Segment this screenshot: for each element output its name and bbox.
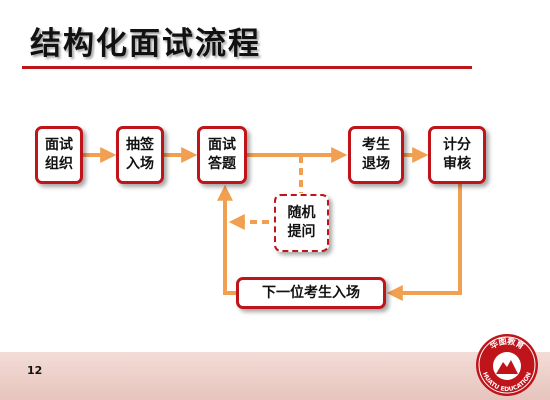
step-label-line2: 入场: [126, 156, 154, 172]
step-label-line2: 提问: [287, 224, 316, 240]
step-draw-lots: 抽签 入场: [116, 126, 164, 184]
step-label: 下一位考生入场: [262, 284, 360, 301]
footer-band: [0, 352, 550, 400]
step-candidate-exit: 考生 退场: [348, 126, 404, 184]
step-label-line2: 退场: [362, 156, 390, 172]
step-random-question: 随机 提问: [274, 194, 329, 252]
step-label-line1: 考生: [362, 137, 390, 153]
step-label-line1: 随机: [287, 205, 316, 221]
step-interview-organize: 面试 组织: [35, 126, 83, 184]
step-label-line2: 答题: [208, 156, 236, 172]
step-label-line2: 审核: [443, 156, 471, 172]
step-label-line1: 面试: [208, 137, 236, 153]
step-label-line2: 组织: [45, 156, 73, 172]
step-score-review: 计分 审核: [428, 126, 486, 184]
page-title: 结构化面试流程: [30, 26, 261, 62]
huatu-education-logo: 华图教育 HUATU EDUCATION: [476, 334, 538, 396]
step-interview-answer: 面试 答题: [197, 126, 247, 184]
arrow-scoring-to-next: [386, 183, 462, 301]
arrow-next-to-answer: [217, 184, 236, 295]
step-label-line1: 面试: [45, 137, 73, 153]
step-next-candidate: 下一位考生入场: [236, 277, 386, 309]
step-label-line1: 抽签: [126, 137, 154, 153]
page-number: 12: [27, 364, 43, 377]
title-divider: [22, 66, 472, 69]
step-label-line1: 计分: [443, 137, 471, 153]
